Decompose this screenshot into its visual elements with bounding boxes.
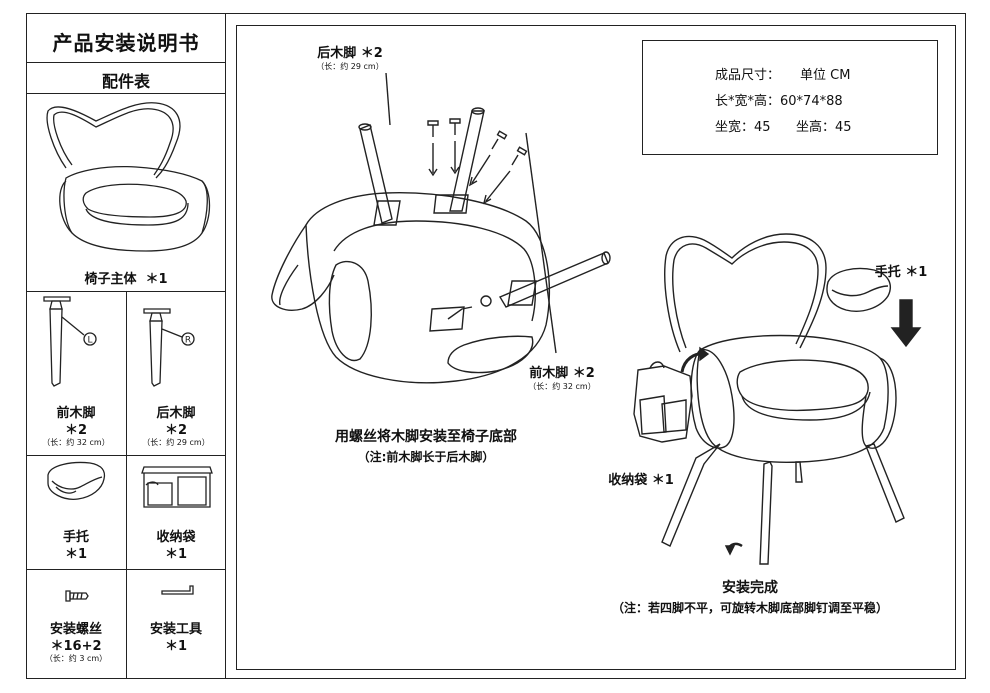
back-leg-marker: R — [185, 336, 191, 346]
step2-armrest-callout: 手托 ＊1 — [874, 265, 928, 280]
storage-bag-icon — [126, 455, 226, 515]
spec-unit: 单位 CM — [800, 68, 851, 83]
part-name: 椅子主体 — [84, 272, 137, 287]
step1-back-leg-callout: 后木脚 ＊2 — [317, 46, 383, 61]
armrest-qty: ＊1 — [64, 547, 88, 562]
front-leg-icon: L — [26, 291, 126, 396]
step2-caption-note: （注：若四脚不平，可旋转木脚底部脚钉调至平稳） — [611, 601, 888, 615]
spec-dimensions: 长*宽*高：60*74*88 — [715, 94, 843, 109]
back-leg-name: 后木脚 — [156, 406, 196, 421]
divider — [26, 93, 226, 94]
step1-illustration — [236, 25, 636, 405]
front-leg-name: 前木脚 — [56, 406, 96, 421]
back-leg-note: （长：约 29 cm） — [142, 438, 210, 447]
screws-note: （长：约 3 cm） — [44, 654, 108, 663]
screws-name: 安装螺丝 — [49, 622, 102, 637]
step1-caption: 用螺丝将木脚安装至椅子底部 — [335, 429, 517, 445]
step1-caption-note: （注:前木脚长于后木脚） — [357, 450, 495, 464]
back-leg-qty: ＊2 — [164, 423, 188, 438]
armrest-icon — [26, 455, 126, 515]
armrest-name: 手托 — [62, 530, 89, 545]
manual-frame — [26, 13, 966, 679]
step2-caption: 安装完成 — [722, 580, 778, 596]
back-leg-icon: R — [126, 291, 226, 396]
hex-key-icon — [126, 569, 226, 609]
front-leg-qty: ＊2 — [64, 423, 88, 438]
parts-table-title: 配件表 — [101, 72, 150, 91]
tool-qty: ＊1 — [164, 639, 188, 654]
screw-icon — [26, 569, 126, 609]
screws-qty: ＊16+2 — [50, 639, 102, 654]
storage-bag-name: 收纳袋 — [156, 530, 196, 545]
part-qty: ＊1 — [145, 272, 168, 287]
manual-title: 产品安装说明书 — [52, 31, 200, 55]
spec-seat-width: 坐宽：45 — [715, 120, 771, 135]
step2-illustration — [600, 200, 960, 580]
spec-box — [642, 40, 938, 155]
step1-front-leg-callout: 前木脚 ＊2 — [529, 366, 595, 381]
chair-icon — [26, 93, 226, 268]
instructions-panel — [236, 25, 956, 670]
front-leg-marker: L — [87, 336, 92, 346]
chair-body-label: 椅子主体 ＊1 — [26, 268, 226, 287]
spec-size-label: 成品尺寸： — [715, 68, 781, 83]
spec-seat-height: 坐高：45 — [796, 120, 852, 135]
tool-name: 安装工具 — [149, 622, 202, 637]
parts-table — [26, 13, 226, 679]
step1-front-leg-note: （长：约 32 cm） — [528, 382, 596, 391]
divider — [126, 291, 127, 679]
step2-bag-callout: 收纳袋 ＊1 — [608, 473, 674, 488]
storage-bag-qty: ＊1 — [164, 547, 188, 562]
divider — [26, 62, 226, 63]
step1-back-leg-note: （长：约 29 cm） — [316, 62, 384, 71]
front-leg-note: （长：约 32 cm） — [42, 438, 110, 447]
